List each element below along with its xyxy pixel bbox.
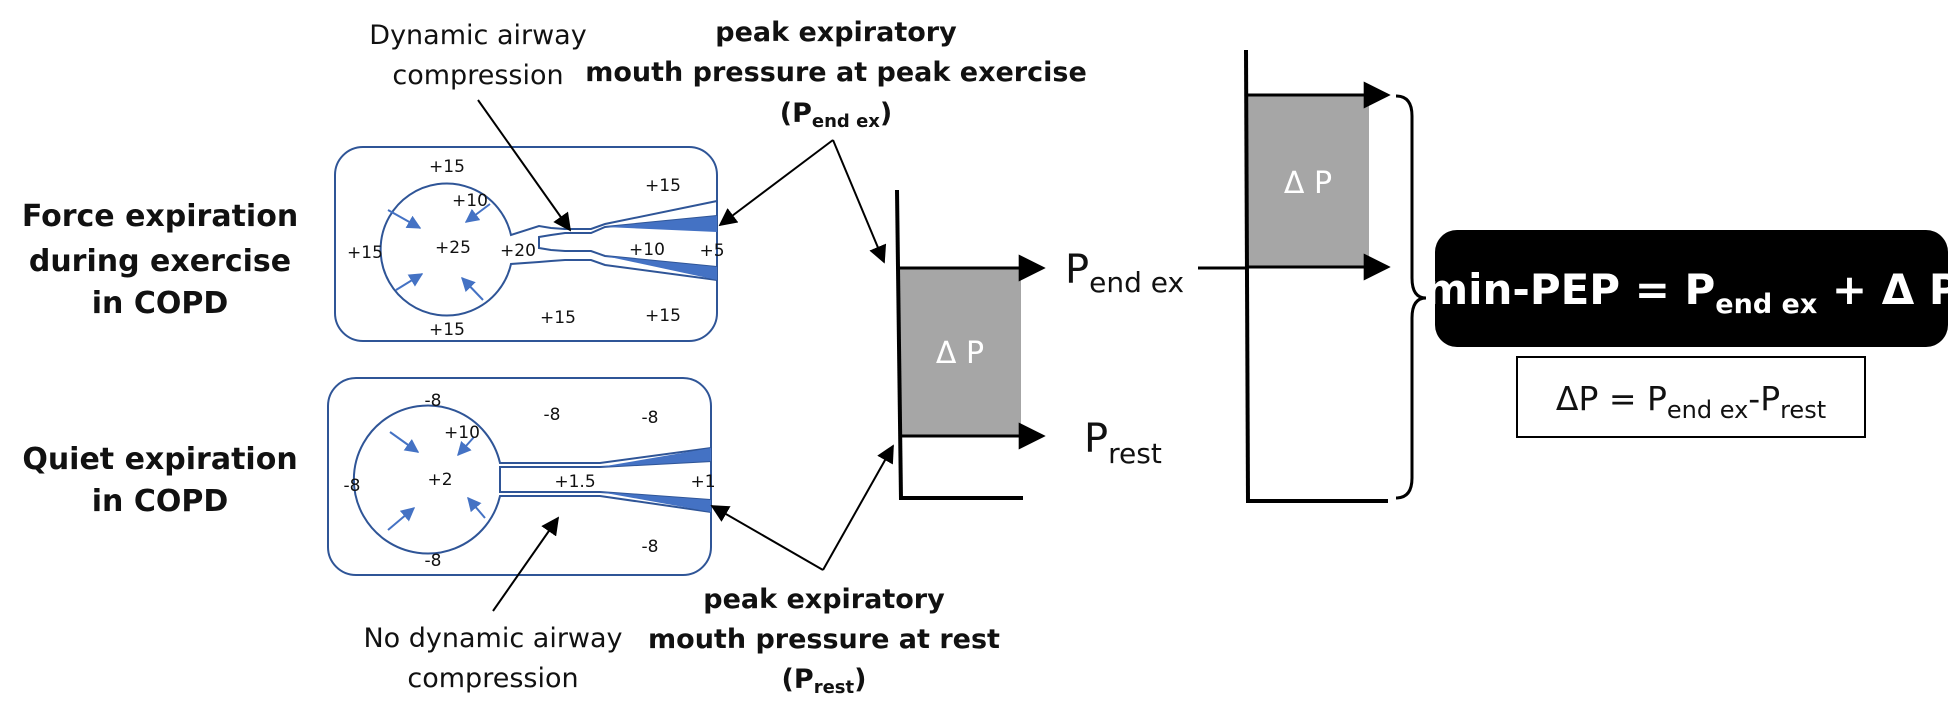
label-p-rest: Prest	[1084, 416, 1162, 470]
value-alveolar-left-quiet: -8	[344, 476, 361, 496]
min-pep-formula: min-PEP = Pend ex + Δ P	[1424, 265, 1948, 320]
lung-airway-forced	[379, 182, 718, 317]
value-top-right-quiet: -8	[642, 408, 659, 428]
delta-p-definition: ΔP = Pend ex-Prest	[1556, 379, 1826, 424]
caption-peak-rest-line2: mouth pressure at rest	[648, 624, 1000, 655]
pressure-chart-2: Δ P	[1244, 49, 1427, 504]
pressure-arrow-forced-4	[461, 276, 484, 301]
delta-p-bar-1	[899, 268, 1021, 436]
row-label-force-line3: in COPD	[92, 286, 229, 321]
arrow-dynamic-compression	[477, 99, 572, 232]
delta-p-bar-2	[1248, 95, 1369, 267]
airway-wall-top-quiet	[600, 448, 711, 467]
caption-no-dynamic-line2: compression	[407, 663, 578, 694]
thorax-box-forced	[334, 146, 718, 342]
caption-peak-rest-line3: (Prest)	[782, 664, 867, 698]
arrow-peak-rest-to-mouth	[710, 505, 824, 571]
model-forced-expiration: +15 +10 +15 +25 +20 +15 +10 +5 +15 +15 +…	[334, 146, 725, 342]
pressure-arrow-quiet-4	[467, 496, 486, 519]
pressure-arrow-forced-2	[464, 203, 491, 223]
brace	[1395, 94, 1427, 500]
row-label-quiet-line1: Quiet expiration	[22, 442, 297, 477]
value-alveolar-left-forced: +15	[347, 243, 383, 263]
row-label-quiet-line2: in COPD	[92, 484, 229, 519]
row-label-force-line1: Force expiration	[22, 199, 298, 234]
delta-p-label-2: Δ P	[1284, 166, 1332, 201]
value-mouth-forced: +5	[699, 241, 724, 261]
value-alveolar-center-quiet: +2	[427, 470, 452, 490]
pressure-arrow-quiet-1	[389, 431, 420, 453]
value-airway-mid-forced: +10	[629, 240, 665, 260]
value-bottom-right-forced: +15	[645, 306, 681, 326]
arrow-peak-ex-to-mouth	[718, 139, 834, 227]
value-airway-mid-quiet: +1.5	[554, 472, 595, 492]
value-pleural-top-right-forced: +15	[645, 176, 681, 196]
value-alveolar-top-quiet: -8	[425, 391, 442, 411]
caption-peak-exercise-line1: peak expiratory	[715, 17, 957, 48]
value-neck-forced: +20	[500, 241, 536, 261]
caption-dynamic-line2: compression	[392, 60, 563, 91]
value-top-mid-quiet: -8	[544, 405, 561, 425]
value-mouth-quiet: +1	[690, 472, 715, 492]
delta-p-definition-box	[1516, 356, 1866, 438]
row-label-quiet: Quiet expiration in COPD	[22, 442, 297, 519]
value-bottom-left-forced: +15	[429, 320, 465, 340]
pressure-arrow-forced-1	[387, 209, 422, 229]
chart2-y-axis	[1244, 49, 1250, 504]
value-bottom-right-quiet: -8	[642, 537, 659, 557]
thorax-box-quiet	[327, 377, 712, 576]
lung-airway-quiet	[352, 404, 712, 555]
value-bottom-mid-forced: +15	[540, 308, 576, 328]
pressure-arrow-forced-3	[395, 273, 424, 291]
value-alveolar-center-forced: +25	[435, 238, 471, 258]
arrow-peak-rest-to-chart	[822, 444, 894, 571]
value-bottom-left-quiet: -8	[425, 551, 442, 571]
caption-no-dynamic-line1: No dynamic airway	[363, 623, 622, 654]
caption-peak-rest-line1: peak expiratory	[703, 584, 945, 615]
pressure-chart-1: Δ P Pend ex Prest	[895, 189, 1184, 501]
row-label-force-line2: during exercise	[29, 244, 291, 279]
label-p-end-ex: Pend ex	[1065, 247, 1184, 299]
airway-wall-bottom-quiet	[600, 492, 711, 512]
model-quiet-expiration: -8 +10 -8 +2 -8 -8 +1.5 +1 -8 -8	[327, 377, 716, 576]
caption-dynamic-line1: Dynamic airway	[369, 20, 586, 51]
min-pep-formula-box	[1435, 230, 1948, 347]
value-alveolar-top-forced: +15	[429, 157, 465, 177]
arrow-peak-ex-to-chart	[832, 139, 887, 264]
value-alveolar-upper-right-quiet: +10	[444, 423, 480, 443]
pressure-arrow-quiet-3	[387, 507, 416, 531]
row-label-force: Force expiration during exercise in COPD	[22, 199, 298, 321]
delta-p-label-1: Δ P	[936, 336, 984, 371]
airway-wall-bottom-forced	[605, 256, 717, 280]
arrow-no-dynamic-compression	[492, 516, 560, 612]
airway-wall-top-forced	[605, 216, 717, 232]
caption-peak-exercise-line3: (Pend ex)	[780, 98, 892, 132]
value-alveolar-upper-right-forced: +10	[452, 191, 488, 211]
chart1-y-axis	[895, 189, 903, 501]
caption-peak-exercise-line2: mouth pressure at peak exercise	[585, 57, 1087, 88]
pressure-arrow-quiet-2	[457, 436, 475, 457]
